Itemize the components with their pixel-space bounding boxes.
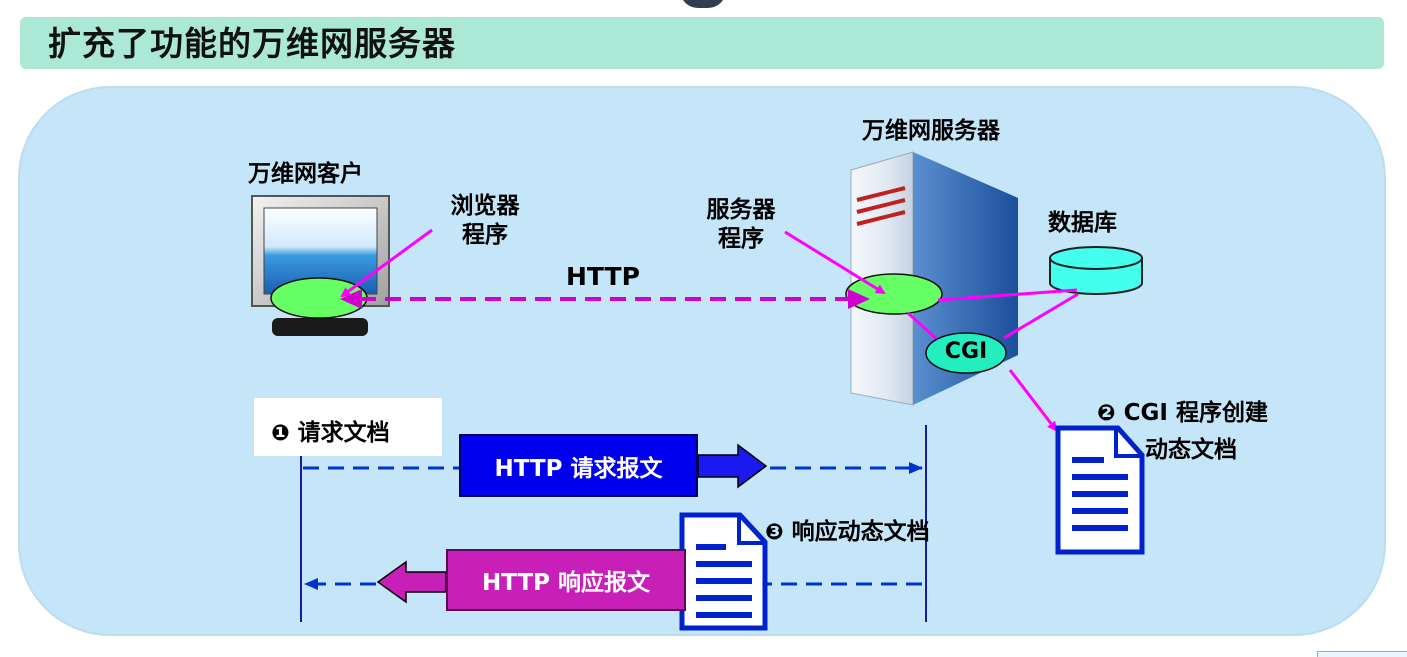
http-request-message: HTTP 请求报文 [459, 434, 698, 497]
step1-box [254, 398, 442, 456]
step3-text: 响应动态文档 [791, 519, 930, 545]
response-block-arrow [376, 560, 447, 604]
client-label: 万维网客户 [248, 161, 363, 187]
document-icon [1055, 425, 1145, 555]
browser-label-line1: 浏览器 [450, 193, 520, 219]
browser-program-label: 浏览器 程序 [430, 192, 540, 250]
server-program-label: 服务器 程序 [686, 196, 796, 254]
http-response-message: HTTP 响应报文 [446, 549, 686, 611]
http-protocol-label: HTTP [566, 262, 640, 291]
response-document-icon [679, 512, 768, 631]
browser-pointer-line [340, 228, 433, 298]
corner-fragment [1317, 651, 1407, 657]
step3-label: ❸ 响应动态文档 [765, 512, 930, 546]
step3-number: ❸ [765, 520, 784, 545]
server-db-line [937, 288, 1078, 302]
cgi-label: CGI [944, 339, 988, 364]
cgi-db-line [1003, 292, 1079, 340]
cgi-doc-arrow [1008, 369, 1058, 432]
top-decoration [680, 0, 726, 8]
step1-text: 请求文档 [297, 420, 390, 446]
page-title: 扩充了功能的万维网服务器 [48, 24, 456, 63]
request-block-arrow [697, 443, 768, 489]
browser-label-line2: 程序 [462, 222, 508, 248]
server-label: 万维网服务器 [862, 118, 1000, 144]
server-pointer-line [784, 230, 886, 295]
step2-label-line1: ❷ CGI 程序创建 [1097, 393, 1268, 427]
cgi-oval [925, 332, 1007, 374]
step1-label: ❶ 请求文档 [271, 413, 390, 447]
server-program-label-line2: 程序 [718, 226, 764, 252]
server-program-label-line1: 服务器 [706, 197, 776, 223]
step1-number: ❶ [271, 421, 290, 446]
step2-text-line1: CGI 程序创建 [1123, 400, 1268, 426]
step2-number: ❷ [1097, 401, 1116, 426]
database-label: 数据库 [1048, 210, 1117, 236]
server-cgi-line [906, 311, 942, 344]
title-bar [20, 17, 1384, 69]
database-cylinder-icon [1049, 246, 1143, 295]
step2-label-line2: 动态文档 [1145, 437, 1237, 463]
http-connection-arrow [340, 289, 870, 309]
